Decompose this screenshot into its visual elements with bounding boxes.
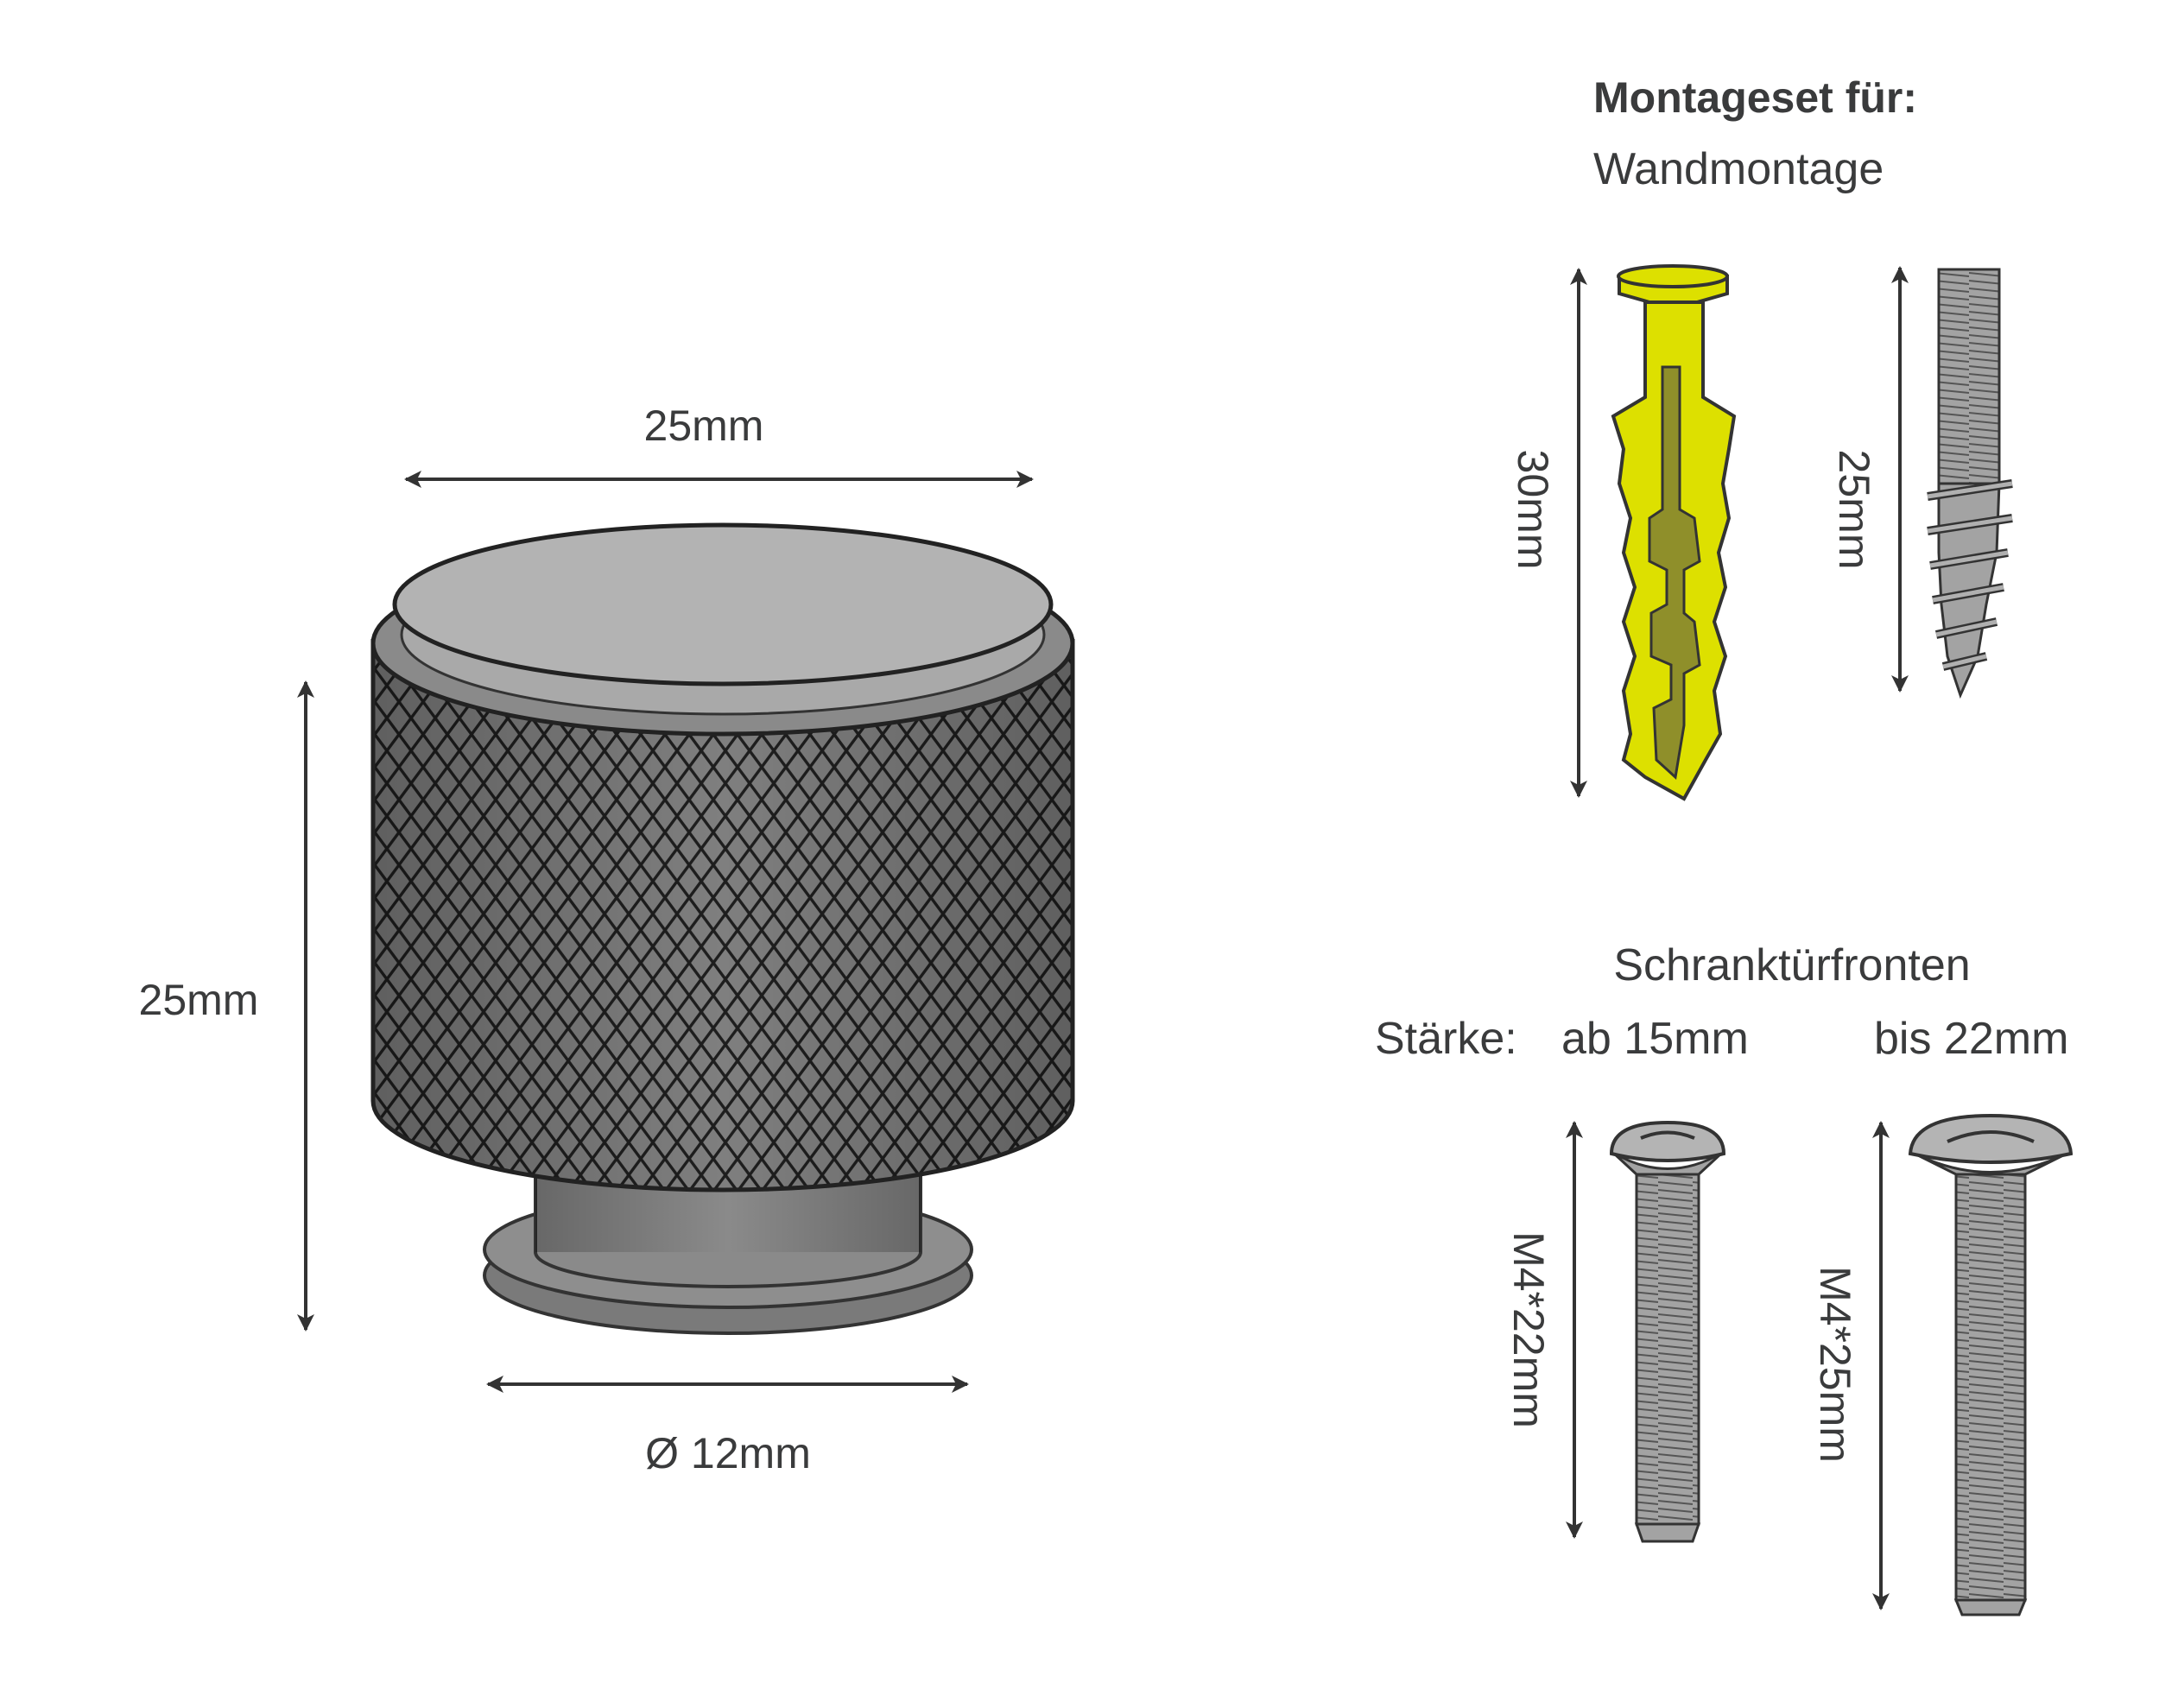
screw-long-label: M4*25mm	[1811, 1266, 1859, 1463]
strength-to-label: bis 22mm	[1874, 1014, 2068, 1064]
wall-mount-label: Wandmontage	[1593, 144, 1884, 194]
knob-width-label: 25mm	[644, 402, 764, 450]
machine-screw-long-icon	[1908, 1113, 2074, 1616]
knob-drawing	[370, 522, 1075, 1335]
knob-base-label: Ø 12mm	[645, 1429, 811, 1477]
cabinet-label: Schranktürfronten	[1613, 940, 1970, 990]
knob-knurled-body	[370, 639, 1075, 1192]
mounting-title: Montageset für:	[1593, 73, 1917, 122]
wood-screw-length-label: 25mm	[1830, 450, 1878, 570]
wood-screw-icon	[1927, 268, 2013, 699]
strength-from-label: ab 15mm	[1561, 1014, 1749, 1064]
anchor-length-label: 30mm	[1509, 450, 1557, 570]
knob-height-label: 25mm	[139, 976, 259, 1024]
screw-short-label: M4*22mm	[1504, 1231, 1553, 1428]
wall-anchor-icon	[1611, 264, 1737, 801]
knob-top-cap	[392, 522, 1054, 686]
strength-label: Stärke:	[1375, 1014, 1517, 1064]
machine-screw-short-icon	[1609, 1120, 1726, 1543]
